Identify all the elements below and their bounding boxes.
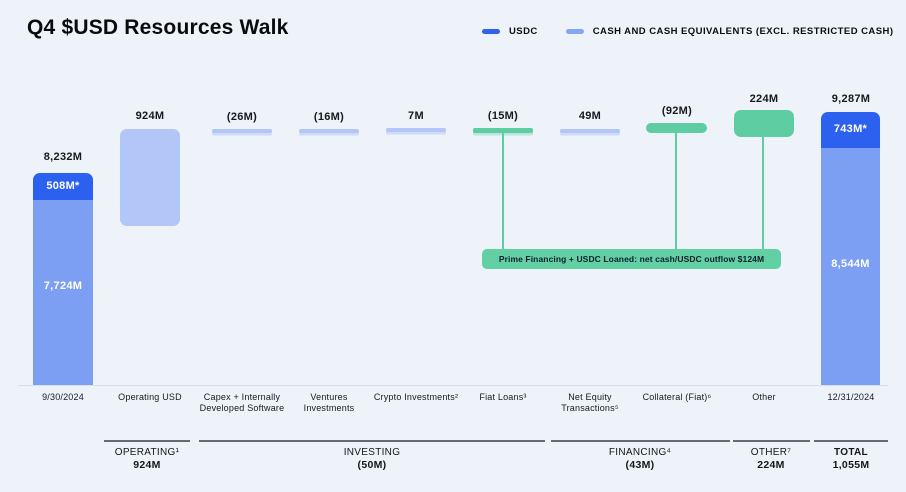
value-label-end-total: 9,287M	[831, 93, 871, 105]
x-axis-label-end-date: 12/31/2024	[827, 392, 875, 402]
x-axis-label-ventures: Ventures Investments	[303, 392, 355, 413]
bracket-operating	[104, 440, 190, 442]
bar-ventures-investments	[299, 129, 359, 133]
x-axis-label-capex: Capex + Internally Developed Software	[199, 392, 285, 413]
group-value-total: 1,055M	[832, 459, 870, 471]
value-label-operating: 924M	[135, 110, 165, 122]
x-axis-label-net-equity: Net Equity Transactions⁵	[561, 392, 619, 413]
bar-fiat-loans	[473, 128, 533, 133]
x-axis-line	[18, 385, 888, 386]
legend-label-cash: CASH AND CASH EQUIVALENTS (EXCL. RESTRIC…	[592, 26, 894, 37]
chart-legend: USDC CASH AND CASH EQUIVALENTS (EXCL. RE…	[482, 26, 893, 37]
bar-other	[734, 110, 794, 137]
bar-capex	[212, 129, 272, 133]
cash-swatch-icon	[565, 29, 584, 34]
segment-label-end-cash: 8,544M	[831, 258, 870, 270]
group-value-operating: 924M	[133, 459, 161, 471]
group-label-operating: OPERATING¹ 924M	[82, 447, 212, 472]
group-value-other: 224M	[757, 459, 785, 471]
value-label-crypto: 7M	[408, 110, 424, 122]
legend-item-usdc: USDC	[482, 26, 538, 37]
annotation-callout: Prime Financing + USDC Loaned: net cash/…	[482, 249, 781, 269]
group-label-financing: FINANCING⁴ (43M)	[575, 447, 705, 472]
x-axis-label-crypto: Crypto Investments²	[373, 392, 459, 402]
group-name-total: TOTAL	[834, 447, 868, 458]
bar-end-usdc-segment: 743M*	[821, 112, 880, 148]
bar-start-usdc-segment: 508M*	[33, 173, 93, 200]
group-name-financing: FINANCING⁴	[608, 447, 672, 458]
group-value-financing: (43M)	[625, 459, 655, 471]
bar-collateral-fiat	[646, 123, 707, 133]
x-axis-label-operating: Operating USD	[118, 392, 182, 402]
bracket-investing	[199, 440, 545, 442]
value-label-capex: (26M)	[226, 111, 258, 123]
connector-line-collateral	[675, 132, 677, 249]
group-name-other: OTHER⁷	[750, 447, 792, 458]
value-label-net-equity: 49M	[578, 110, 602, 122]
segment-label-start-usdc: 508M*	[46, 180, 80, 192]
connector-line-other	[762, 136, 764, 249]
connector-line-fiat-loans	[502, 132, 504, 249]
bracket-other	[733, 440, 810, 442]
group-name-investing: INVESTING	[343, 447, 401, 458]
segment-label-end-usdc: 743M*	[833, 123, 868, 135]
x-axis-label-start-date: 9/30/2024	[42, 392, 84, 402]
group-label-total: TOTAL 1,055M	[786, 447, 906, 472]
bar-end-cash-segment: 8,544M	[821, 148, 880, 385]
value-label-collateral: (92M)	[661, 105, 693, 117]
legend-label-usdc: USDC	[509, 26, 538, 37]
group-label-other: OTHER⁷ 224M	[706, 447, 836, 472]
value-label-ventures: (16M)	[313, 111, 345, 123]
legend-item-cash: CASH AND CASH EQUIVALENTS (EXCL. RESTRIC…	[565, 26, 894, 37]
value-label-other: 224M	[749, 93, 779, 105]
usdc-swatch-icon	[482, 29, 500, 34]
x-axis-label-fiat-loans: Fiat Loans³	[479, 392, 527, 402]
bar-operating-usd	[120, 129, 180, 226]
bar-net-equity-transactions	[560, 129, 620, 133]
value-label-start-total: 8,232M	[43, 151, 83, 163]
bracket-total	[814, 440, 888, 442]
x-axis-label-other: Other	[752, 392, 776, 402]
bar-start-cash-segment: 7,724M	[33, 200, 93, 385]
group-name-operating: OPERATING¹	[114, 447, 180, 458]
value-label-fiat-loans: (15M)	[487, 110, 519, 122]
group-label-investing: INVESTING (50M)	[307, 447, 437, 472]
group-value-investing: (50M)	[357, 459, 387, 471]
segment-label-start-cash: 7,724M	[43, 280, 83, 292]
x-axis-label-collateral: Collateral (Fiat)⁶	[642, 392, 712, 402]
page-title: Q4 $USD Resources Walk	[27, 16, 289, 39]
bar-crypto-investments	[386, 128, 446, 132]
bracket-financing	[551, 440, 730, 442]
